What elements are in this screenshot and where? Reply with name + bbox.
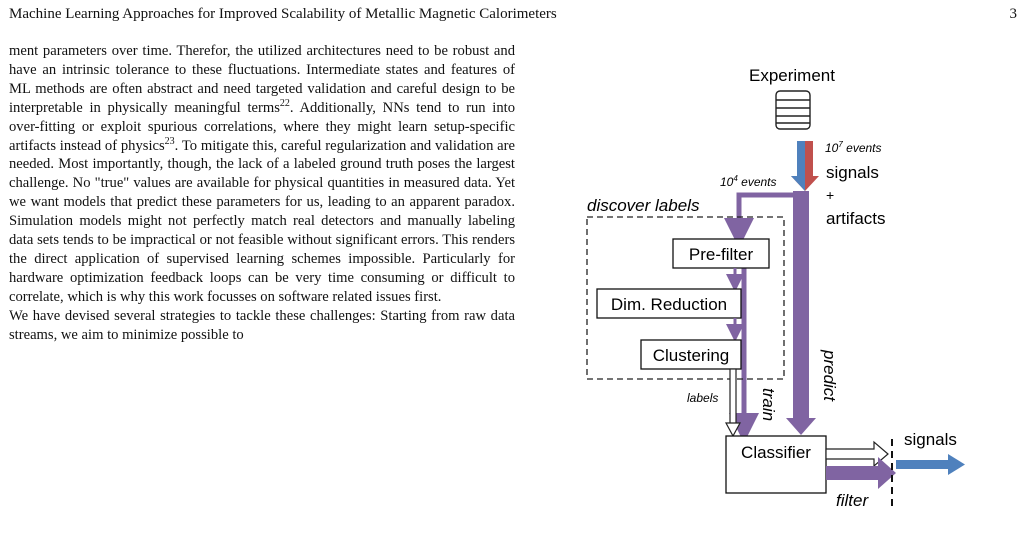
para1-part-b: . Additionally, NNs tend to run into ove… [9,99,515,154]
events-1e7-label: 107 events [825,140,882,155]
prefilter-box [672,238,770,269]
labels-label: labels [687,391,718,405]
input-stream-arrowhead-blue [791,176,805,191]
svg-text:107 events: 107 events [825,140,882,155]
para1-part-c: . To mitigate this, careful regularizati… [9,137,515,305]
events-1e7-suffix: events [843,141,882,155]
artifacts-label: artifacts [826,209,886,228]
signals-label: signals [826,163,879,182]
page-number: 3 [1009,6,1018,22]
dim-reduction-box [596,288,742,319]
citation-22: 22 [279,97,290,109]
svg-text:104 events: 104 events [720,174,777,189]
signals-out-label: signals [904,430,957,449]
filter-label: filter [836,491,869,510]
events-1e4-exp: 4 [733,174,738,183]
events-1e7-base: 10 [825,141,839,155]
filter-out-arrow [826,457,896,489]
citation-23: 23 [164,135,175,147]
events-1e4-label: 104 events [720,174,777,189]
train-label: train [759,388,778,421]
signals-out-stream [896,460,948,469]
experiment-label: Experiment [749,66,835,85]
clustering-box [640,339,742,370]
train-branch-arrow [724,192,797,248]
predict-label: predict [820,349,839,402]
paragraph-2: We have devised several strategies to ta… [9,307,515,343]
clustering-label: Clustering [653,346,730,365]
artifact-stream-red [805,141,813,181]
paper-title: Machine Learning Approaches for Improved… [9,6,557,22]
signals-out-arrowhead [948,454,965,475]
database-icon [775,90,811,130]
dim-reduction-label: Dim. Reduction [611,295,727,314]
classifier-label: Classifier [741,443,811,462]
plus-label: + [826,187,834,203]
body-text: ment parameters over time. Therefor, the… [9,42,515,345]
para1-part-a: ment parameters over time. Therefor, the… [9,43,515,116]
discover-labels-title: discover labels [587,196,700,215]
classifier-box [725,435,827,494]
events-1e4-base: 10 [720,175,734,189]
events-1e4-suffix: events [738,175,777,189]
workflow-figure: Experiment 107 events signals + artifact… [586,66,965,510]
predict-arrowhead [786,418,816,435]
labels-arrow [724,368,742,438]
prefilter-label: Pre-filter [689,245,754,264]
paragraph-1: ment parameters over time. Therefor, the… [9,42,515,307]
signal-stream-blue [797,141,805,181]
events-1e7-exp: 7 [838,140,843,149]
